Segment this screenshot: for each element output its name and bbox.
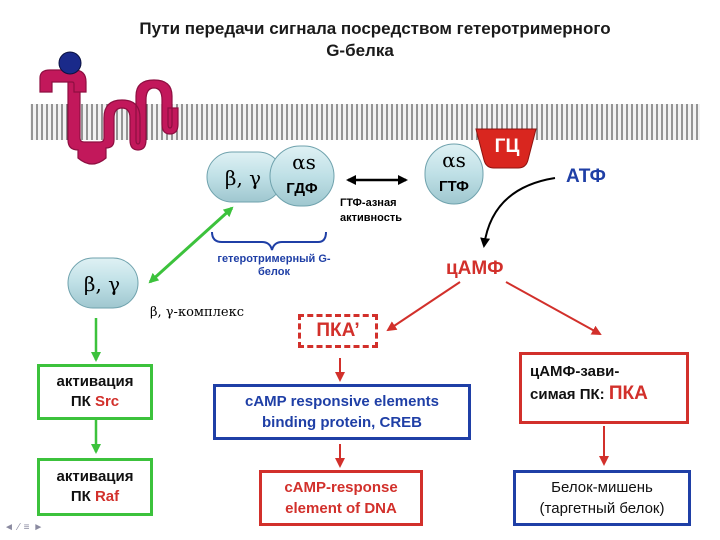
cre-box: cAMP-response element of DNA	[259, 470, 423, 526]
raf-activation-box: активация ПК Raf	[37, 458, 153, 516]
camp-label: цАМФ	[446, 258, 504, 279]
heterotrimer-brace	[211, 231, 327, 251]
page-title: Пути передачи сигнала посредством гетеро…	[0, 18, 720, 62]
receptor-7tm	[39, 69, 179, 165]
green-diagonal-arrow	[148, 206, 234, 284]
ligand-circle	[58, 51, 82, 75]
src-line1: активация	[56, 373, 134, 390]
src-line2: ПК Src	[70, 393, 120, 410]
slide-nav: ◄⁄≡►	[4, 522, 47, 533]
raf-line1: активация	[56, 468, 134, 485]
creb-line1: cAMP responsive elements	[245, 393, 439, 410]
forward-icon[interactable]: ►	[33, 522, 48, 533]
menu-icon[interactable]: ≡	[23, 522, 34, 533]
creb-box: cAMP responsive elements binding protein…	[213, 384, 471, 440]
prev-icon[interactable]: ◄	[4, 522, 18, 533]
beta-gamma-label: β, γ	[224, 166, 262, 190]
camp-to-pka-arrow	[505, 281, 602, 335]
target-line2: (таргетный белок)	[539, 500, 665, 517]
cre-line1: cAMP-response	[284, 479, 398, 496]
camp-to-pka-prime-arrow	[386, 281, 461, 332]
alpha-s-gtp-subunit	[424, 143, 484, 205]
atp-label: АТФ	[566, 166, 606, 187]
cre-line2: element of DNA	[285, 500, 397, 517]
src-activation-box: активация ПК Src	[37, 364, 153, 420]
next-icon[interactable]: ⁄	[17, 522, 24, 533]
alpha-s-gdp-subunit	[269, 145, 335, 207]
pka-box: цАМФ-зави- симая ПК: ПКА	[519, 352, 689, 424]
pka-line1: цАМФ-зави-	[530, 363, 620, 380]
gc-enzyme-shape	[475, 128, 537, 169]
pka-name: ПКА	[608, 383, 648, 404]
pka-prime-box: ПКА’	[298, 314, 378, 348]
creb-line2: binding protein, CREB	[262, 414, 422, 431]
pka-prime-label: ПКА’	[316, 320, 360, 341]
raf-name: Raf	[94, 488, 120, 505]
title-line2: G-белка	[326, 41, 394, 60]
gtp-label: ГТФ	[439, 178, 469, 195]
gdp-label: ГДФ	[286, 180, 318, 197]
title-line1: Пути передачи сигнала посредством гетеро…	[139, 19, 611, 38]
atp-to-camp-arrow	[480, 177, 556, 248]
target-protein-box: Белок-мишень (таргетный белок)	[513, 470, 691, 526]
target-line1: Белок-мишень	[551, 479, 653, 496]
gc-enzyme-label: ГЦ	[494, 136, 520, 157]
alpha-s-label-2: αs	[442, 148, 466, 172]
beta-gamma-complex-label: β, γ-комплекс	[150, 305, 245, 320]
gtpase-activity-label: ГТФ-азная активность	[340, 197, 403, 224]
src-name: Src	[94, 393, 120, 410]
free-beta-gamma-subunit	[67, 257, 139, 309]
free-beta-gamma-label: β, γ	[83, 272, 121, 296]
pka-line2: симая ПК: ПКА	[530, 383, 648, 404]
heterotrimer-label: гетеротримерный G-белок	[217, 253, 331, 278]
raf-line2: ПК Raf	[70, 488, 120, 505]
alpha-s-label-1: αs	[292, 150, 316, 174]
